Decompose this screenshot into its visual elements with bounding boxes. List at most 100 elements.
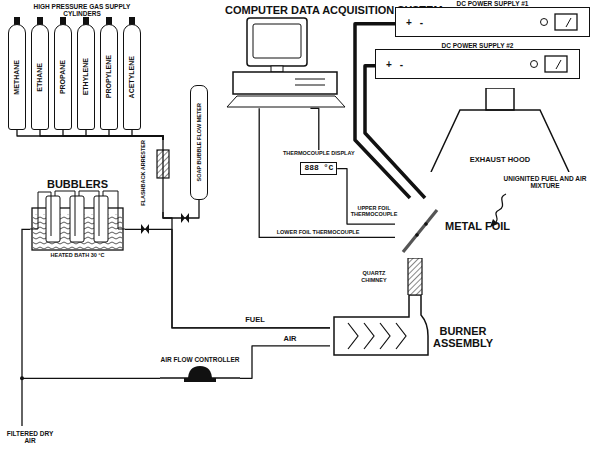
mixing-vanes bbox=[348, 323, 406, 349]
connector bbox=[109, 130, 163, 140]
connector bbox=[163, 200, 199, 218]
air-line bbox=[22, 378, 160, 379]
screen bbox=[253, 24, 301, 58]
chimney-label: QUARTZ CHIMNEY bbox=[352, 270, 396, 282]
bubbler-jar bbox=[70, 196, 84, 242]
connector bbox=[125, 229, 330, 328]
meter-needle bbox=[556, 60, 561, 69]
power-cable bbox=[365, 66, 425, 198]
hood-stack bbox=[486, 88, 514, 110]
display-box: 888 °C bbox=[300, 162, 337, 175]
bubblers-label: BUBBLERS bbox=[30, 178, 125, 190]
annotation-label: HIGH PRESSURE GAS SUPPLY CYLINDERS bbox=[18, 3, 146, 18]
burner-body bbox=[334, 295, 428, 355]
node-psu: DC POWER SUPPLY #2+- bbox=[375, 42, 580, 84]
power-supply-panel: +- bbox=[395, 7, 590, 37]
connector bbox=[17, 130, 163, 140]
terminal-sign: - bbox=[420, 17, 423, 28]
terminal-sign: - bbox=[400, 59, 403, 70]
thermocouple-bead bbox=[415, 233, 419, 237]
computer-case bbox=[233, 72, 337, 94]
quartz-tube bbox=[408, 258, 422, 295]
power-supply-panel: +- bbox=[375, 49, 580, 79]
connector bbox=[63, 130, 163, 140]
metal-foil bbox=[403, 210, 437, 252]
bubbler-bath bbox=[30, 190, 125, 252]
controller-label: AIR FLOW CONTROLLER bbox=[160, 356, 240, 363]
edge-label: FUEL bbox=[244, 316, 266, 324]
bath-label: HEATED BATH 30 °C bbox=[30, 252, 125, 258]
burner-label: BURNER ASSEMBLY bbox=[432, 325, 494, 350]
display-digits: 888 °C bbox=[304, 164, 333, 173]
connector bbox=[40, 130, 163, 140]
node-burner: BURNER ASSEMBLY bbox=[330, 295, 495, 375]
gas-name: METHANE bbox=[13, 60, 21, 95]
meter-face bbox=[555, 14, 577, 30]
node-cyl: PROPANE bbox=[54, 24, 72, 130]
controller-base bbox=[184, 378, 216, 382]
node-cyl: ETHANE bbox=[31, 24, 49, 130]
power-supply-label: DC POWER SUPPLY #1 bbox=[395, 0, 590, 7]
edge-label: LOWER FOIL THERMOCOUPLE bbox=[276, 229, 361, 235]
node-meter: SOAP BUBBLE FLOW METER bbox=[190, 85, 208, 200]
node-cyl: ACETYLENE bbox=[123, 24, 141, 130]
edge-label: UPPER FOIL THERMOCOUPLE bbox=[348, 205, 400, 217]
connector bbox=[259, 108, 395, 237]
terminal-sign: + bbox=[406, 17, 412, 28]
node-chimney: QUARTZ CHIMNEY bbox=[352, 258, 423, 295]
panel-meter bbox=[539, 13, 579, 31]
node-cyl: METHANE bbox=[8, 24, 26, 130]
cylinder-valves bbox=[14, 17, 135, 25]
air-line bbox=[22, 229, 30, 426]
node-hood: EXHAUST HOOD bbox=[430, 88, 570, 172]
quartz-chimney bbox=[407, 258, 423, 295]
annotation-label: FILTERED DRY AIR bbox=[4, 430, 56, 445]
node-cyl: ETHYLENE bbox=[77, 24, 95, 130]
monitor-neck bbox=[271, 66, 283, 72]
controller-body bbox=[188, 366, 212, 380]
meter-face bbox=[545, 56, 567, 72]
flow-meter-label: SOAP BUBBLE FLOW METER bbox=[196, 103, 202, 181]
power-supply-label: DC POWER SUPPLY #2 bbox=[375, 42, 580, 49]
node-psu: DC POWER SUPPLY #1+- bbox=[395, 0, 590, 42]
hood-label: EXHAUST HOOD bbox=[430, 156, 570, 164]
connector bbox=[132, 130, 163, 140]
node-afc: AIR FLOW CONTROLLER bbox=[160, 356, 240, 390]
node-bubblers: BUBBLERS HEATED BATH 30 °C bbox=[30, 178, 125, 274]
knob bbox=[531, 61, 538, 68]
meter-needle bbox=[566, 18, 571, 27]
annotation-label: UNIGNITED FUEL AND AIR MIXTURE bbox=[500, 175, 590, 190]
arrester-label: FLASHBACK ARRESTER bbox=[140, 140, 146, 206]
mixture-arrow bbox=[494, 194, 506, 224]
node-display: THERMOCOUPLE DISPLAY 888 °C bbox=[283, 150, 355, 180]
junction-dot bbox=[20, 376, 24, 380]
drive-slot bbox=[295, 79, 325, 85]
gas-name: ACETYLENE bbox=[128, 56, 136, 98]
edge-label: AIR bbox=[283, 335, 298, 343]
gas-name: ETHANE bbox=[36, 63, 44, 92]
foil-label: METAL FOIL bbox=[445, 220, 510, 232]
connector bbox=[240, 346, 330, 379]
flashback-arrester bbox=[156, 140, 170, 212]
gas-name: PROPYLENE bbox=[105, 55, 113, 98]
display-label: THERMOCOUPLE DISPLAY bbox=[283, 150, 355, 156]
node-foil: METAL FOIL bbox=[395, 198, 510, 256]
node-arrester: FLASHBACK ARRESTER bbox=[140, 140, 170, 212]
bubbler-jar bbox=[46, 196, 60, 242]
node-cyl: PROPYLENE bbox=[100, 24, 118, 130]
foil-shape bbox=[395, 198, 445, 256]
computer-icon bbox=[225, 16, 347, 108]
hood-outline bbox=[431, 110, 569, 172]
burner-shape bbox=[330, 295, 430, 357]
knob bbox=[541, 19, 548, 26]
panel-meter bbox=[529, 55, 569, 73]
bubbler-jar bbox=[94, 196, 108, 242]
thermocouple-bead bbox=[424, 222, 428, 226]
monitor bbox=[247, 18, 307, 66]
air-flow-controller bbox=[160, 363, 240, 383]
gas-name: ETHYLENE bbox=[82, 58, 90, 95]
bubbler-tubes bbox=[30, 191, 125, 236]
terminal-sign: + bbox=[386, 59, 392, 70]
connector bbox=[86, 130, 163, 140]
